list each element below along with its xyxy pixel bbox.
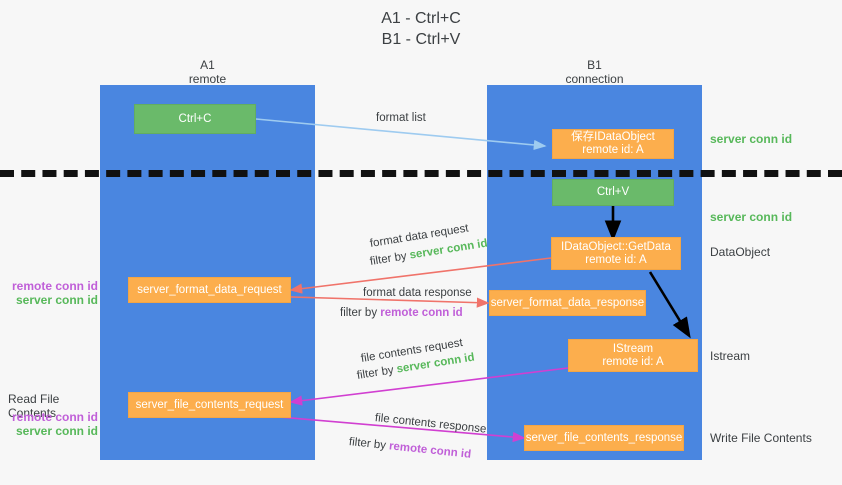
- node-server-format-data-request[interactable]: server_format_data_request: [128, 277, 291, 303]
- edge-label-format-data-response: format data response: [363, 287, 472, 299]
- filter-key-remote-conn-id: remote conn id: [388, 440, 472, 461]
- left-label-remote-conn-id-lower: remote conn id: [11, 410, 98, 424]
- right-label-istream: Istream: [710, 349, 751, 363]
- column-a1-name: A1: [200, 58, 215, 72]
- filter-key-remote-conn-id: remote conn id: [380, 307, 463, 319]
- edge-label-file-contents-response: file contents response: [374, 412, 487, 436]
- filter-prefix: filter by: [356, 363, 398, 382]
- node-ctrl-v[interactable]: Ctrl+V: [552, 179, 674, 206]
- left-label-server-conn-id-upper: server conn id: [15, 293, 98, 307]
- filter-prefix: filter by: [348, 436, 390, 453]
- phase-divider: [0, 170, 842, 177]
- column-caption-b1: B1 connection: [487, 58, 702, 86]
- left-label-remote-conn-id-upper: remote conn id: [11, 279, 98, 293]
- right-label-dataobject: DataObject: [710, 245, 771, 259]
- filter-prefix: filter by: [340, 307, 381, 319]
- left-label-conn-ids-lower: remote conn id server conn id: [8, 410, 98, 438]
- right-label-write-file-contents: Write File Contents: [710, 431, 812, 445]
- column-b1-sub: connection: [565, 72, 624, 86]
- right-label-server-conn-id-mid: server conn id: [710, 210, 793, 224]
- column-b1-name: B1: [587, 58, 602, 72]
- node-server-file-contents-request[interactable]: server_file_contents_request: [128, 392, 291, 418]
- edge-label-file-contents-response-filter: filter by remote conn id: [348, 435, 471, 462]
- node-ctrl-c[interactable]: Ctrl+C: [134, 104, 256, 134]
- right-label-server-conn-id-top: server conn id: [710, 132, 793, 146]
- column-a1-sub: remote: [188, 72, 227, 86]
- node-save-idataobject[interactable]: 保存IDataObject remote id: A: [552, 129, 674, 159]
- node-server-format-data-response[interactable]: server_format_data_response: [489, 290, 646, 316]
- left-label-read-file-contents: Read File Contents: [8, 392, 60, 420]
- left-label-server-conn-id-lower: server conn id: [15, 424, 98, 438]
- node-idataobject-getdata[interactable]: IDataObject::GetData remote id: A: [551, 237, 681, 270]
- edge-label-format-data-response-filter: filter by remote conn id: [340, 306, 463, 320]
- node-server-file-contents-response[interactable]: server_file_contents_response: [524, 425, 684, 451]
- edge-label-format-list: format list: [376, 112, 426, 124]
- node-istream[interactable]: IStream remote id: A: [568, 339, 698, 372]
- page-title: A1 - Ctrl+C B1 - Ctrl+V: [381, 10, 461, 48]
- column-caption-a1: A1 remote: [100, 58, 315, 86]
- filter-prefix: filter by: [369, 249, 411, 268]
- left-label-conn-ids-upper: remote conn id server conn id: [8, 279, 98, 307]
